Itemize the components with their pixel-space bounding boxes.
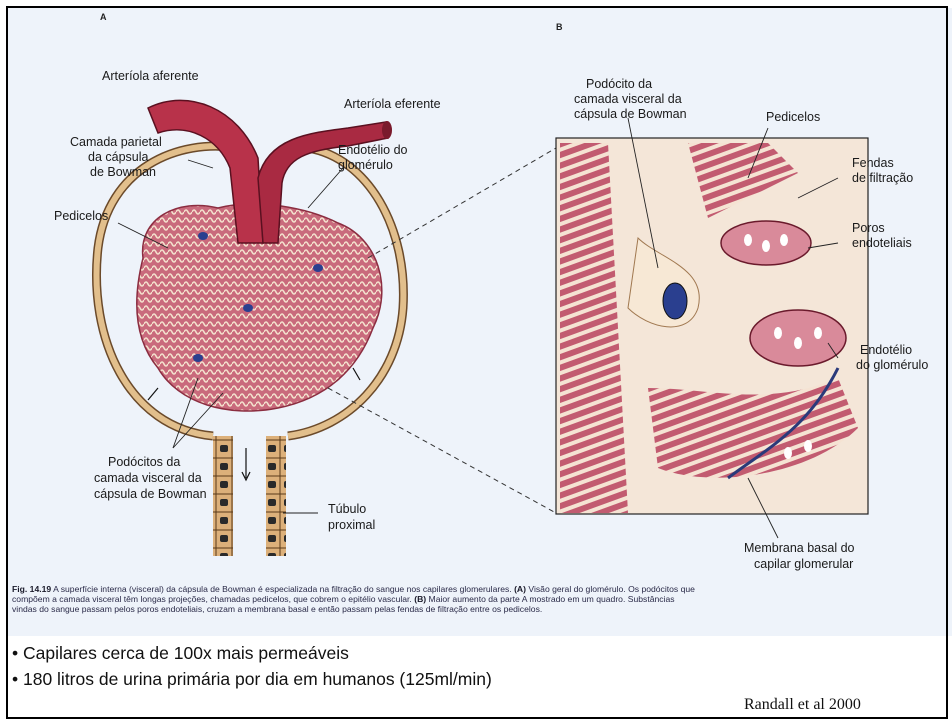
bullet-primary-urine: • 180 litros de urina primária por dia e… xyxy=(12,669,492,690)
source-credit: Randall et al 2000 xyxy=(744,696,861,714)
slide-frame xyxy=(6,6,948,719)
bullet-permeability: • Capilares cerca de 100x mais permeávei… xyxy=(12,643,349,664)
